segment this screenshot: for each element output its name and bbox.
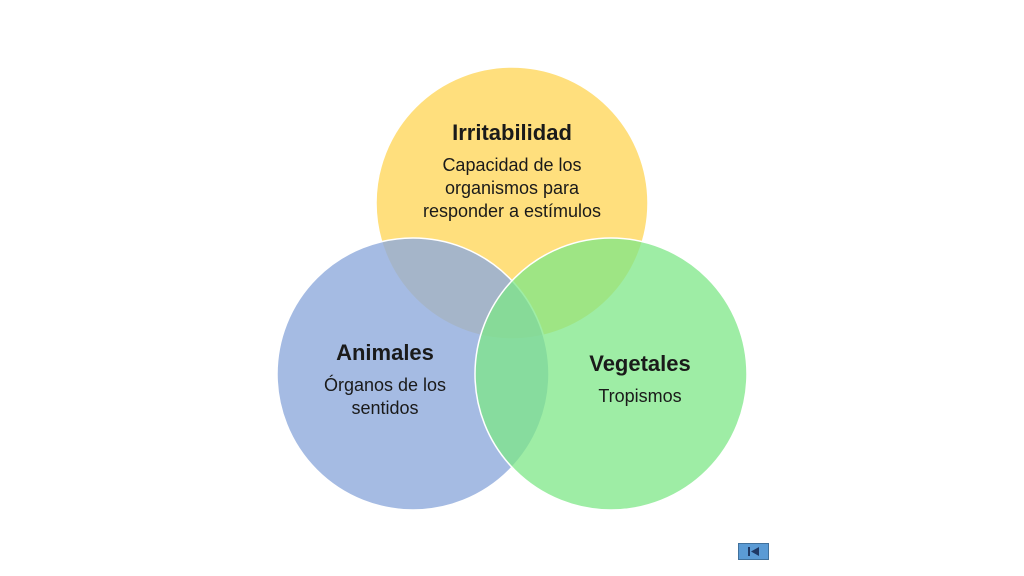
right-circle-label: Vegetales Tropismos	[560, 351, 720, 408]
top-circle-title: Irritabilidad	[452, 120, 572, 145]
right-circle-description: Tropismos	[598, 386, 682, 406]
top-circle-label: Irritabilidad Capacidad de los organismo…	[402, 120, 622, 223]
left-circle-label: Animales Órganos de los sentidos	[300, 340, 470, 420]
top-circle-description: Capacidad de los organismos para respond…	[422, 155, 602, 221]
left-circle-title: Animales	[336, 340, 434, 365]
right-circle-title: Vegetales	[589, 351, 691, 376]
first-slide-button[interactable]	[738, 543, 769, 560]
circle-right	[474, 237, 748, 511]
left-circle-description: Órganos de los sentidos	[323, 375, 447, 418]
skip-to-first-icon	[748, 547, 759, 556]
